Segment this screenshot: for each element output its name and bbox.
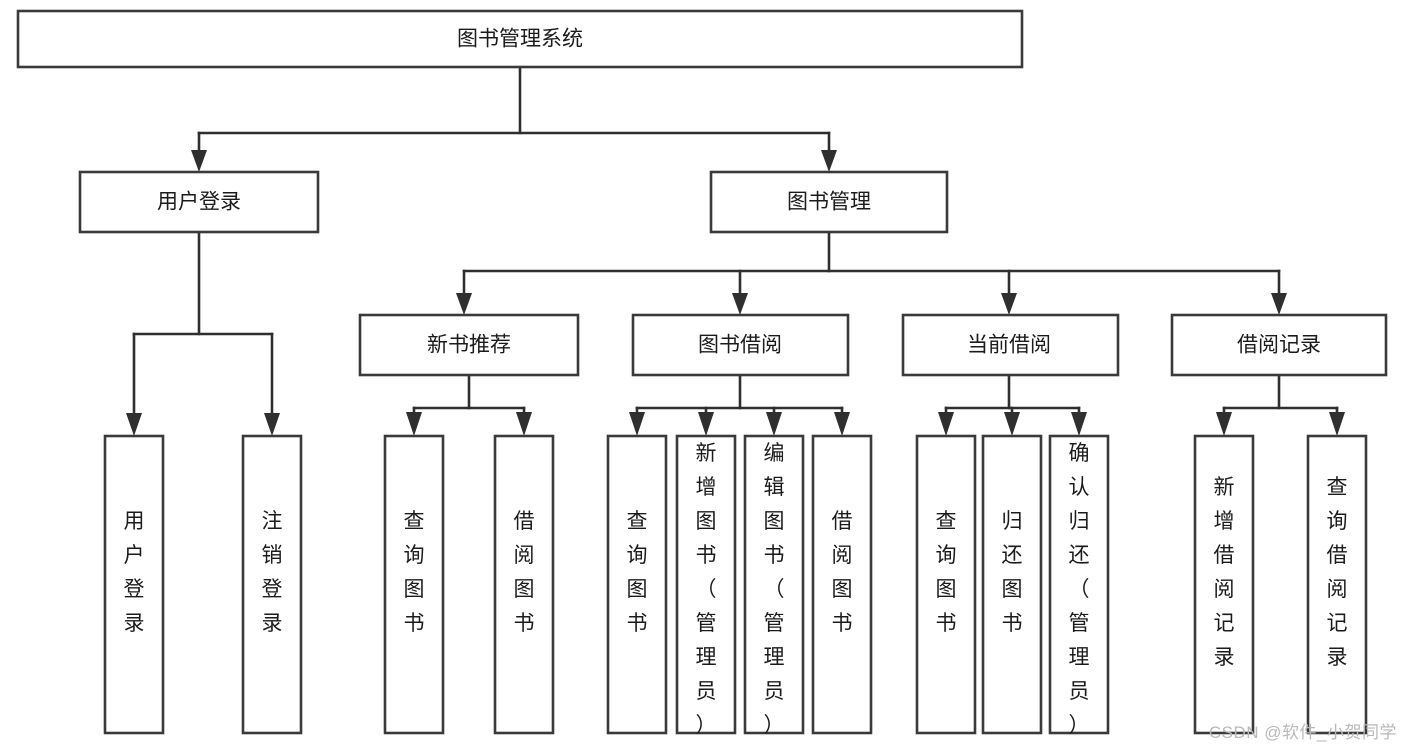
node-leaf-add-record[interactable]: 新增借阅记录: [1193, 434, 1255, 735]
node-book-borrow-box[interactable]: [631, 313, 850, 377]
node-leaf-query-record[interactable]: 查询借阅记录: [1306, 434, 1368, 735]
node-leaf-query-book-3-label: 查询图书: [936, 510, 957, 635]
node-leaf-query-book-1[interactable]: 查询图书: [383, 434, 445, 735]
arrow-to-new-book-recommend: [456, 293, 472, 315]
node-leaf-query-book-3[interactable]: 查询图书: [915, 434, 977, 735]
node-leaf-user-login[interactable]: 用户登录: [103, 434, 165, 735]
node-leaf-return-book-label: 归还图书: [1002, 510, 1023, 635]
node-borrow-record-label: 借阅记录: [1237, 334, 1321, 357]
node-leaf-user-logout[interactable]: 注销登录: [241, 434, 303, 735]
node-leaf-user-logout-box[interactable]: [241, 434, 303, 735]
arrow-to-leaf-query-record: [1329, 412, 1345, 436]
node-new-book-recommend[interactable]: 新书推荐: [358, 313, 580, 377]
arrow-to-leaf-confirm-return: [1071, 412, 1087, 436]
node-new-book-recommend-box[interactable]: [358, 313, 580, 377]
node-borrow-record[interactable]: 借阅记录: [1170, 313, 1388, 377]
node-leaf-borrow-book-2-box[interactable]: [811, 434, 873, 735]
node-book-borrow[interactable]: 图书借阅: [631, 313, 850, 377]
node-user-login[interactable]: 用户登录: [78, 170, 320, 234]
arrow-to-leaf-query-book-1: [406, 412, 422, 436]
node-leaf-query-book-1-box[interactable]: [383, 434, 445, 735]
node-user-login-label: 用户登录: [157, 191, 241, 214]
node-leaf-query-book-2-box[interactable]: [606, 434, 668, 735]
node-leaf-confirm-return-label: 确认归还（管理员）: [1069, 442, 1090, 737]
node-new-book-recommend-label: 新书推荐: [427, 334, 511, 357]
node-leaf-edit-book-box[interactable]: [743, 434, 805, 735]
arrow-to-leaf-add-book: [698, 412, 714, 436]
node-leaf-query-book-3-box[interactable]: [915, 434, 977, 735]
node-leaf-add-book-label: 新增图书（管理员）: [696, 442, 717, 737]
node-leaf-borrow-book-1[interactable]: 借阅图书: [493, 434, 555, 735]
arrow-to-book-borrow: [732, 293, 748, 315]
node-book-manage-box[interactable]: [709, 170, 949, 234]
node-leaf-query-book-1-label: 查询图书: [404, 510, 425, 635]
node-leaf-borrow-book-2-label: 借阅图书: [832, 510, 853, 635]
connector-group: [126, 65, 1345, 436]
node-root-label: 图书管理系统: [457, 28, 583, 51]
node-current-borrow[interactable]: 当前借阅: [901, 313, 1120, 377]
arrow-to-leaf-add-record: [1216, 412, 1232, 436]
node-leaf-return-book-box[interactable]: [981, 434, 1043, 735]
node-leaf-add-record-box[interactable]: [1193, 434, 1255, 735]
node-book-borrow-label: 图书借阅: [698, 334, 782, 357]
arrow-to-current-borrow: [1001, 293, 1017, 315]
node-leaf-query-book-2-label: 查询图书: [627, 510, 648, 635]
node-leaf-edit-book-label: 编辑图书（管理员）: [764, 442, 785, 737]
arrow-to-leaf-user-login: [126, 413, 142, 436]
node-user-login-box[interactable]: [78, 170, 320, 234]
node-book-manage[interactable]: 图书管理: [709, 170, 949, 234]
node-leaf-query-book-2[interactable]: 查询图书: [606, 434, 668, 735]
arrow-to-leaf-user-logout: [264, 413, 280, 436]
arrow-to-borrow-record: [1271, 293, 1287, 315]
node-leaf-user-login-label: 用户登录: [124, 510, 145, 635]
node-current-borrow-box[interactable]: [901, 313, 1120, 377]
arrow-to-leaf-return-book: [1004, 412, 1020, 436]
node-leaf-borrow-book-1-label: 借阅图书: [514, 510, 535, 635]
node-leaf-user-login-box[interactable]: [103, 434, 165, 735]
watermark-label: CSDN @软件_小贺同学: [1208, 723, 1397, 742]
node-leaf-add-book[interactable]: 新增图书（管理员）: [675, 434, 737, 737]
node-leaf-user-logout-label: 注销登录: [262, 510, 283, 635]
arrow-to-leaf-query-book-3: [938, 412, 954, 436]
node-leaf-query-record-box[interactable]: [1306, 434, 1368, 735]
arrow-to-leaf-borrow-book-1: [516, 412, 532, 436]
arrow-root-to-user-login: [191, 150, 207, 172]
node-leaf-edit-book[interactable]: 编辑图书（管理员）: [743, 434, 805, 737]
node-book-manage-label: 图书管理: [787, 191, 871, 214]
node-leaf-query-record-label: 查询借阅记录: [1327, 476, 1348, 669]
node-leaf-add-record-label: 新增借阅记录: [1214, 476, 1235, 669]
node-current-borrow-label: 当前借阅: [967, 334, 1051, 357]
node-root-box[interactable]: [16, 9, 1024, 69]
node-leaf-return-book[interactable]: 归还图书: [981, 434, 1043, 735]
node-borrow-record-box[interactable]: [1170, 313, 1388, 377]
node-root[interactable]: 图书管理系统: [16, 9, 1024, 69]
arrow-root-to-book-manage: [821, 150, 837, 172]
arrow-to-leaf-edit-book: [766, 412, 782, 436]
node-leaf-borrow-book-2[interactable]: 借阅图书: [811, 434, 873, 735]
arrow-to-leaf-query-book-2: [629, 412, 645, 436]
node-leaf-confirm-return[interactable]: 确认归还（管理员）: [1048, 434, 1110, 737]
node-leaf-add-book-box[interactable]: [675, 434, 737, 735]
node-leaf-confirm-return-box[interactable]: [1048, 434, 1110, 735]
arrow-to-leaf-borrow-book-2: [834, 412, 850, 436]
node-leaf-borrow-book-1-box[interactable]: [493, 434, 555, 735]
